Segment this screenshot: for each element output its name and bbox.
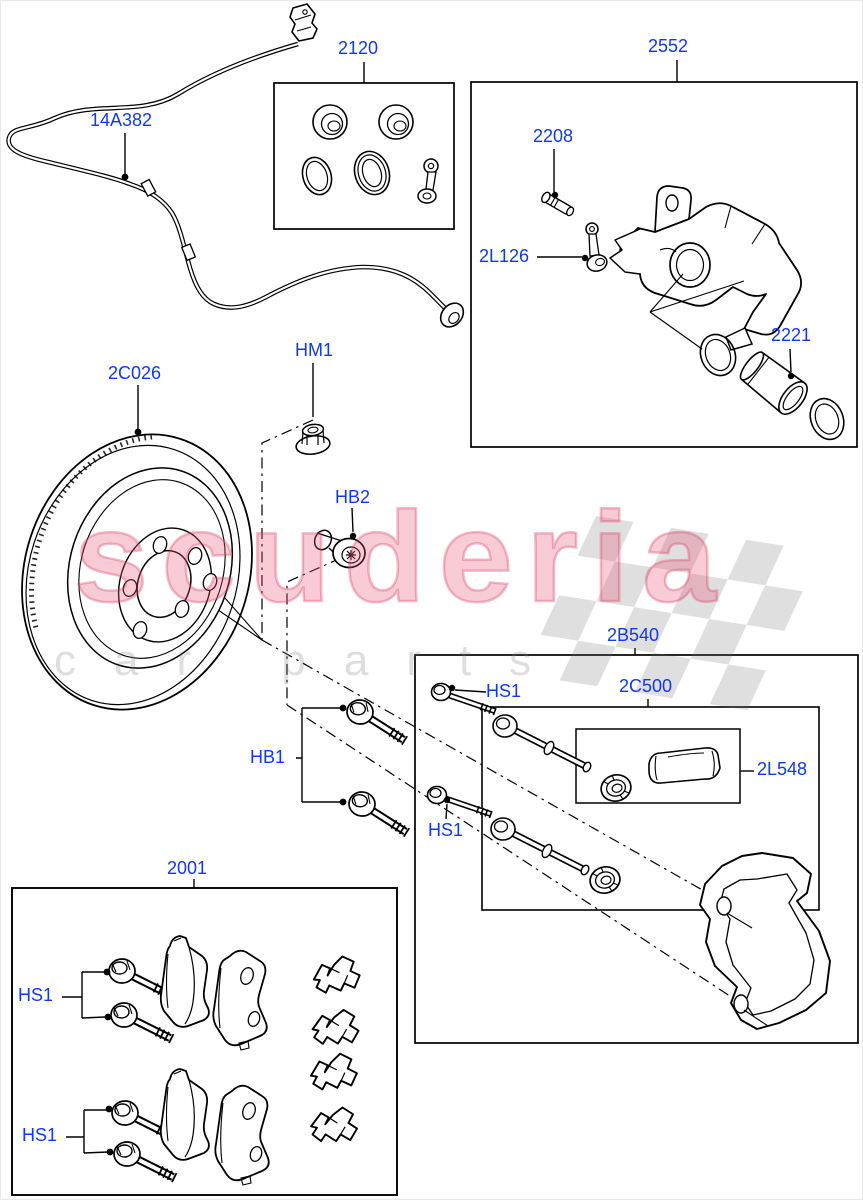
wear-sensor-wire bbox=[6, 3, 465, 328]
callout-dots bbox=[103, 173, 795, 1156]
callout-2552[interactable]: 2552 bbox=[648, 36, 689, 56]
callout-2C026[interactable]: 2C026 bbox=[108, 363, 162, 383]
callout-2L126[interactable]: 2L126 bbox=[479, 246, 530, 266]
guide-kit-box-drawing bbox=[414, 654, 859, 1044]
caliper-body bbox=[609, 185, 802, 351]
repair-kit-box-drawing bbox=[273, 82, 455, 230]
caliper-box-drawing bbox=[470, 81, 858, 448]
callout-2221[interactable]: 2221 bbox=[771, 325, 812, 345]
grease-sachet-drawing bbox=[648, 747, 721, 784]
callout-leaders bbox=[62, 60, 792, 1154]
callout-HB2[interactable]: HB2 bbox=[335, 487, 371, 507]
callout-2120[interactable]: 2120 bbox=[338, 38, 379, 58]
callout-HS1-lower[interactable]: HS1 bbox=[22, 1125, 58, 1145]
brake-disc-drawing bbox=[21, 433, 253, 711]
callout-HM1[interactable]: HM1 bbox=[295, 340, 334, 360]
callout-HS1-mid[interactable]: HS1 bbox=[428, 820, 464, 840]
callout-2001[interactable]: 2001 bbox=[167, 858, 208, 878]
callout-2208[interactable]: 2208 bbox=[533, 126, 574, 146]
callout-2B540[interactable]: 2B540 bbox=[607, 625, 660, 645]
pad-kit-box-drawing bbox=[11, 887, 398, 1196]
piston-drawing bbox=[739, 351, 808, 416]
caliper-bracket-drawing bbox=[699, 852, 831, 1030]
hub-nut-drawing bbox=[295, 423, 331, 456]
callout-HS1-upper[interactable]: HS1 bbox=[18, 985, 54, 1005]
callout-HS1-top[interactable]: HS1 bbox=[486, 681, 522, 701]
assembly-axis-lines bbox=[261, 419, 743, 1005]
callout-HB1[interactable]: HB1 bbox=[250, 747, 286, 767]
callout-2L548[interactable]: 2L548 bbox=[757, 759, 808, 779]
callout-2C500[interactable]: 2C500 bbox=[619, 676, 673, 696]
disc-screw-drawing bbox=[313, 529, 366, 569]
callout-14A382[interactable]: 14A382 bbox=[90, 110, 153, 130]
